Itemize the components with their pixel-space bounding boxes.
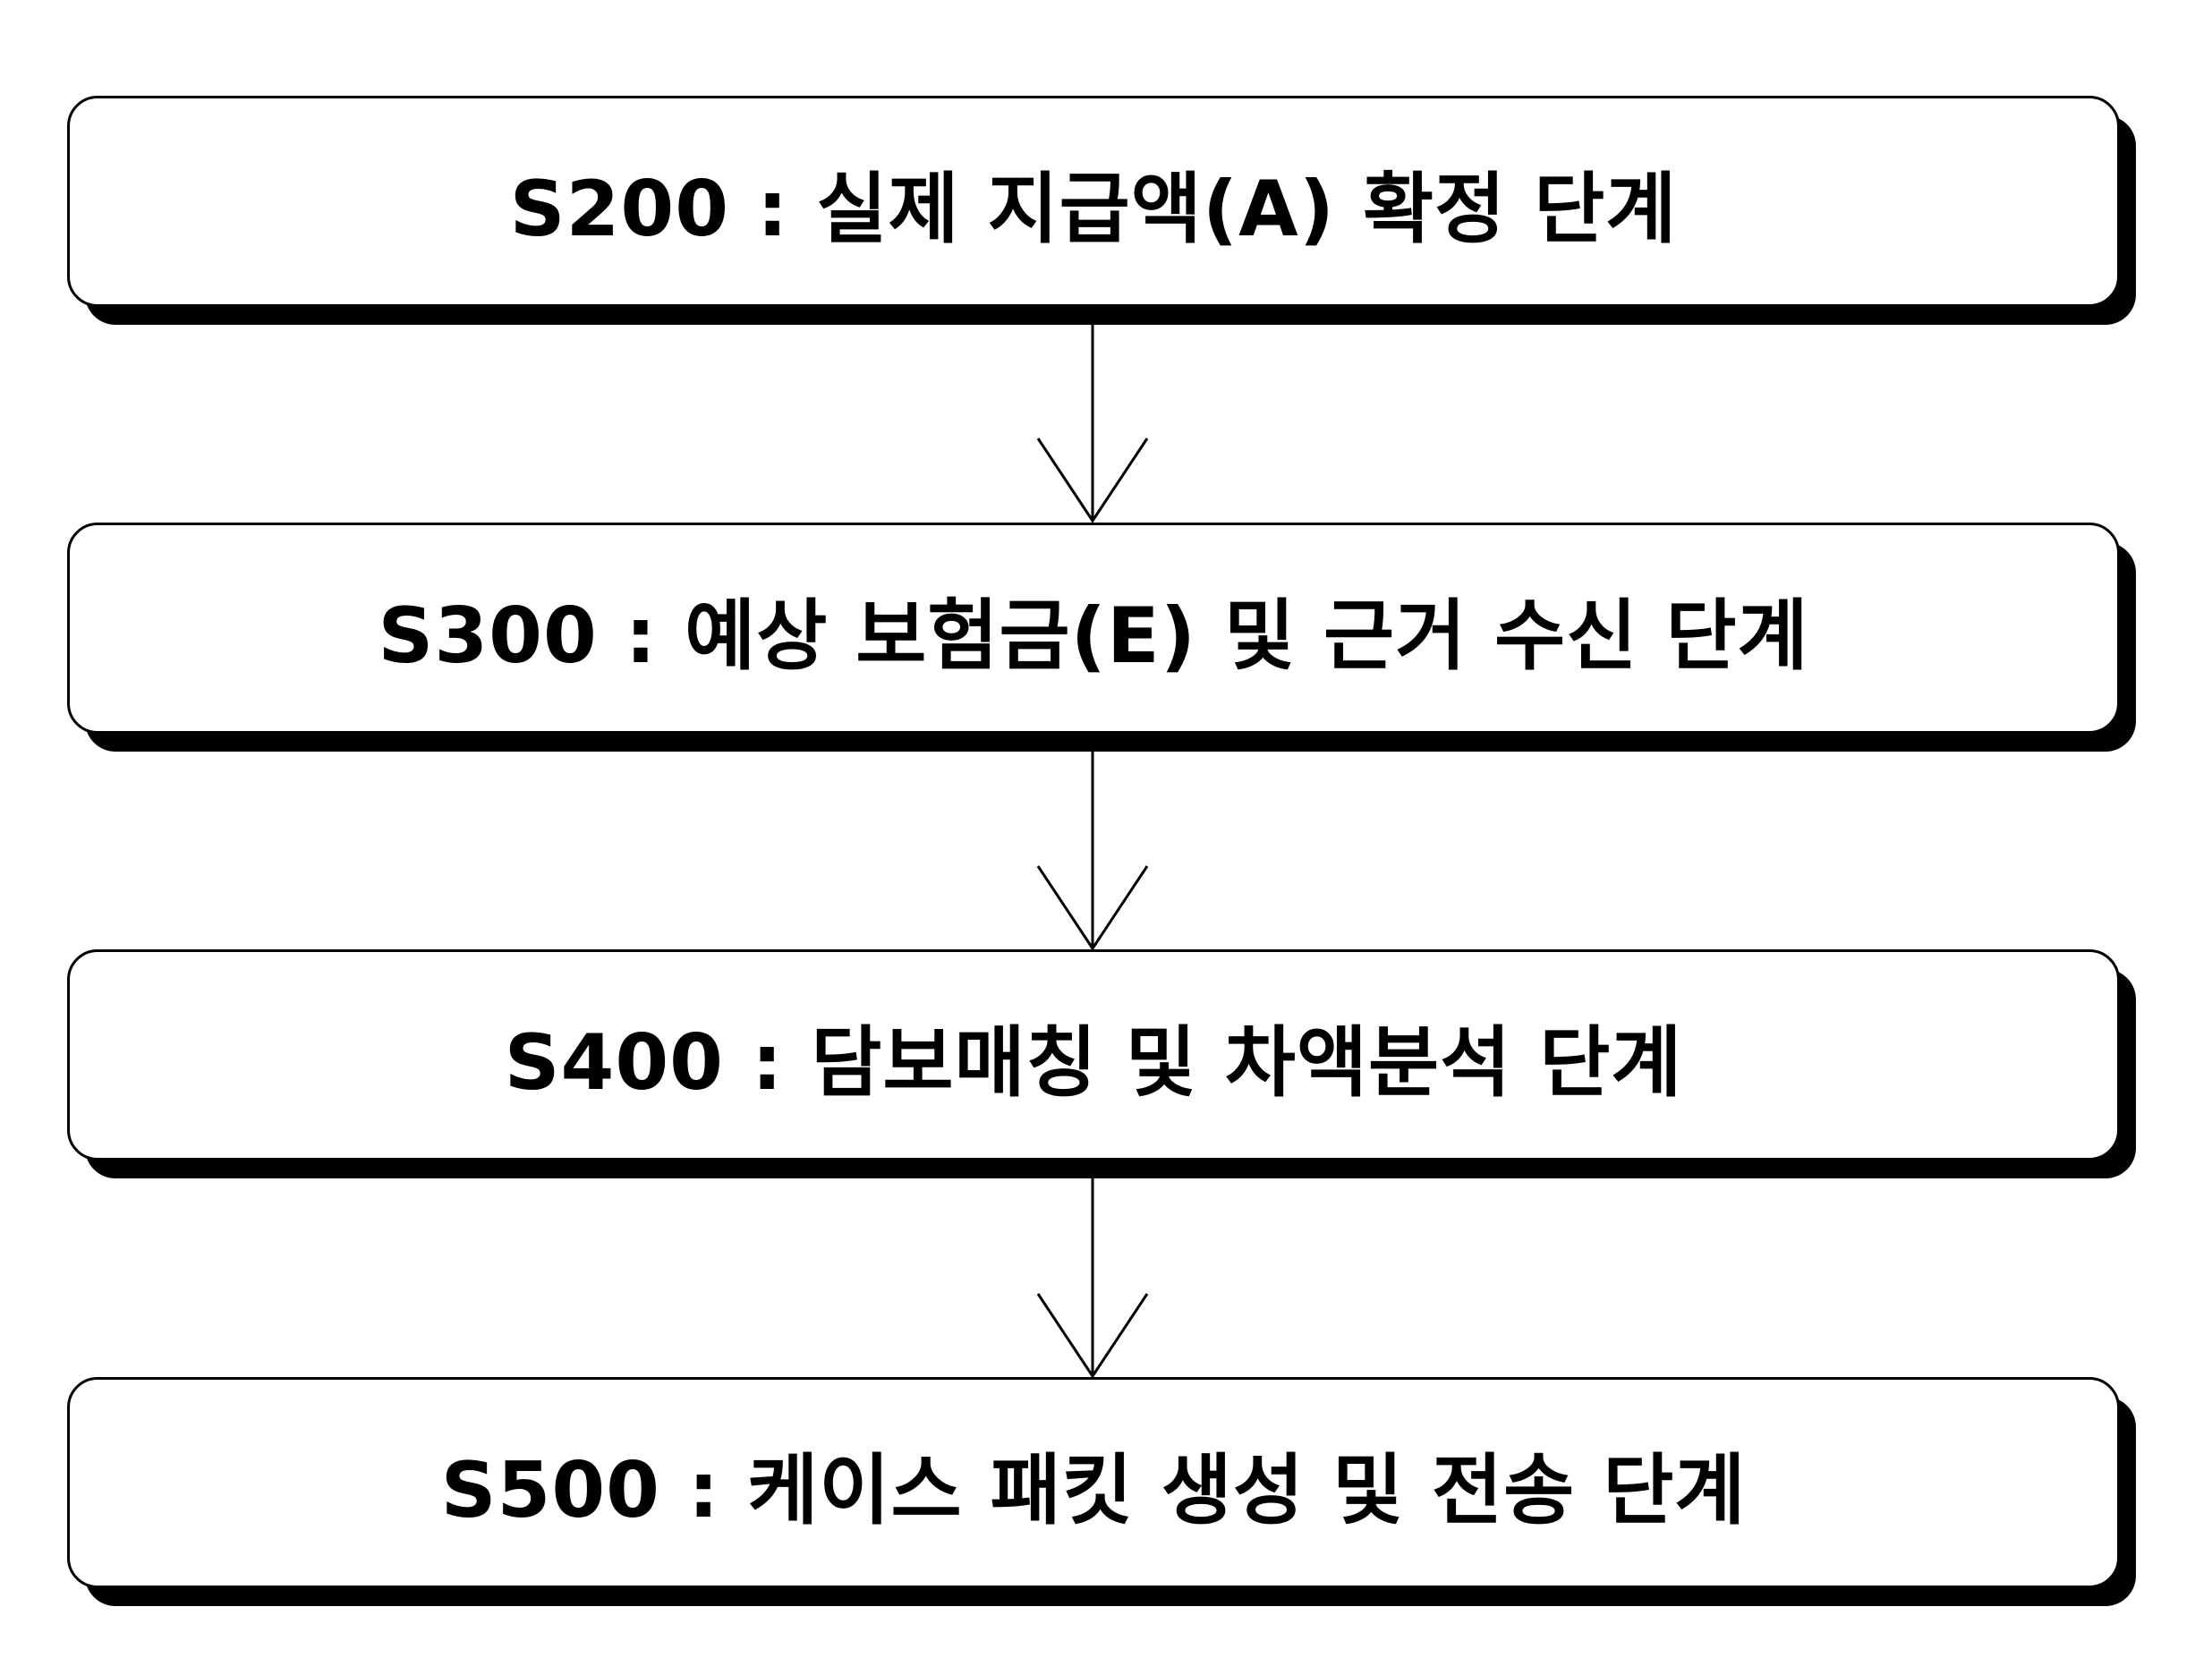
step-s400: S400 : 담보매칭 및 차액분석 단계 — [67, 949, 2136, 1178]
step-box: S500 : 케이스 패킷 생성 및 전송 단계 — [67, 1377, 2120, 1588]
step-s300: S300 : 예상 보험금(E) 및 근거 수신 단계 — [67, 523, 2136, 752]
step-s500: S500 : 케이스 패킷 생성 및 전송 단계 — [67, 1377, 2136, 1606]
step-box: S400 : 담보매칭 및 차액분석 단계 — [67, 949, 2120, 1161]
step-label: S500 : 케이스 패킷 생성 및 전송 단계 — [440, 1445, 1747, 1535]
arrow-s300-to-s400 — [1036, 733, 1149, 951]
step-label: S400 : 담보매칭 및 차액분석 단계 — [504, 1017, 1683, 1108]
arrow-s400-to-s500 — [1036, 1160, 1149, 1379]
step-label: S300 : 예상 보험금(E) 및 근거 수신 단계 — [378, 591, 1809, 681]
arrow-s200-to-s300 — [1036, 305, 1149, 523]
step-label: S200 : 실제 지급액(A) 확정 단계 — [509, 164, 1678, 254]
step-box: S300 : 예상 보험금(E) 및 근거 수신 단계 — [67, 523, 2120, 734]
step-box: S200 : 실제 지급액(A) 확정 단계 — [67, 96, 2120, 307]
step-s200: S200 : 실제 지급액(A) 확정 단계 — [67, 96, 2136, 325]
